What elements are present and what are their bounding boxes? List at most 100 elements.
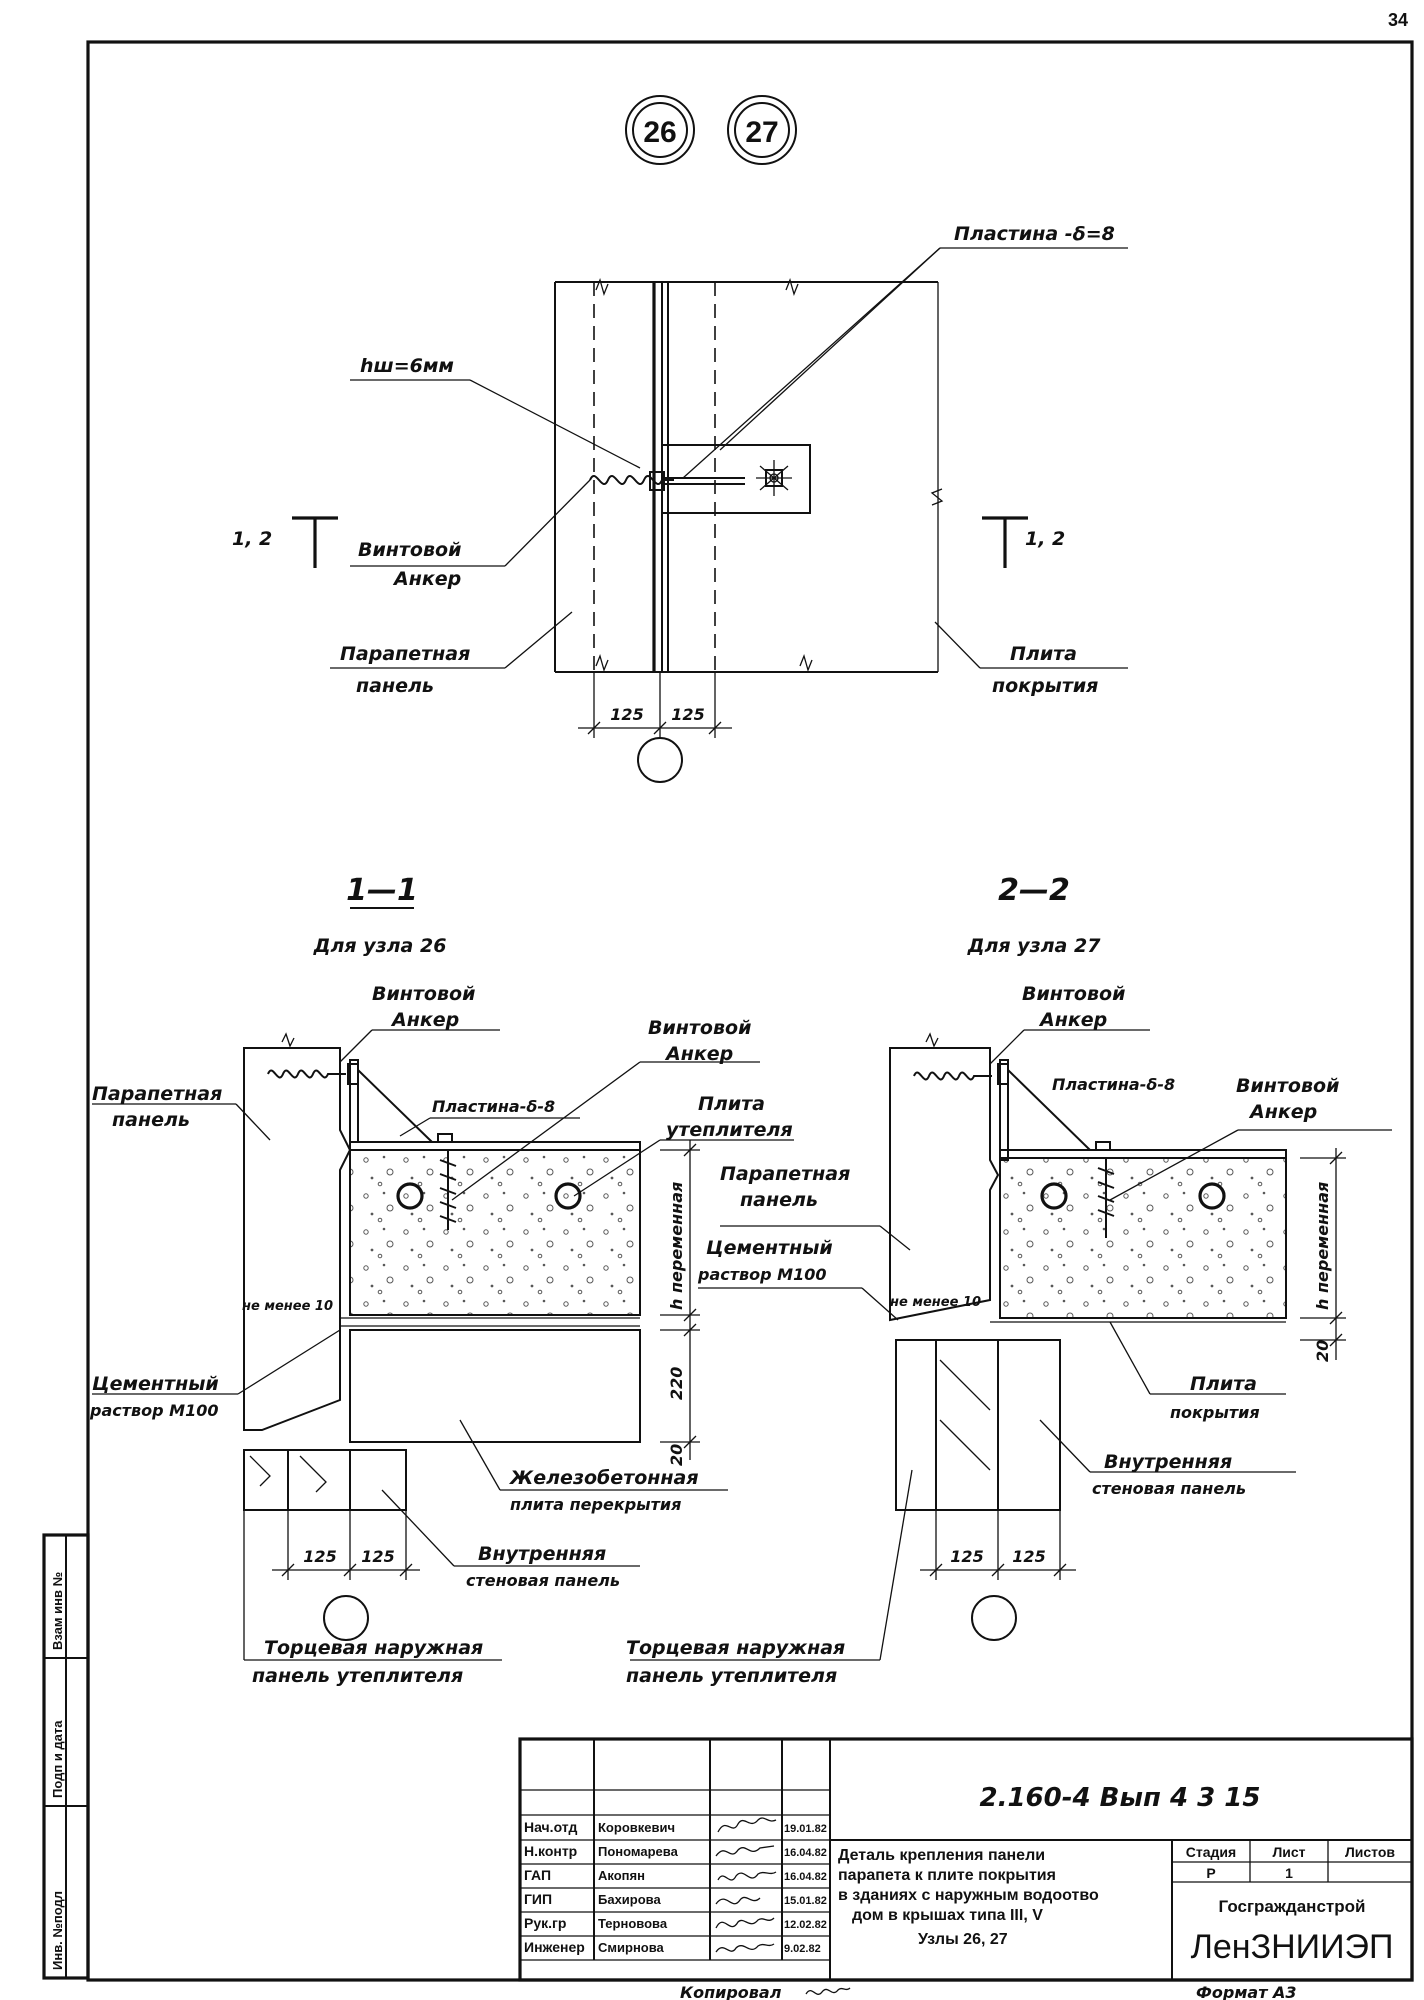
s1-anchor-right-2: Анкер	[664, 1043, 733, 1065]
s1-insulation-2: утеплителя	[666, 1119, 793, 1141]
tb-role-1: Н.контр	[524, 1843, 577, 1859]
s2-inner-wall-2: стеновая панель	[1092, 1479, 1246, 1498]
tb-date-4: 12.02.82	[784, 1919, 827, 1931]
s1-parapet-1: Парапетная	[92, 1083, 222, 1105]
stamp-vzam-inv: Взам инв №	[50, 1572, 65, 1650]
footer-format-label: Формат А3	[1196, 1983, 1297, 2000]
s2-plate	[999, 1059, 1009, 1161]
plan-slab-label-2: покрытия	[992, 675, 1098, 697]
s1-min-label: не менее 10	[242, 1299, 333, 1314]
s1-dim-left: 125	[303, 1547, 336, 1566]
section-mark-left: 1, 2	[232, 528, 272, 550]
s1-floor-slab-1: Железобетонная	[508, 1467, 699, 1489]
tb-date-0: 19.01.82	[784, 1823, 827, 1835]
tb-name-5: Смирнова	[598, 1940, 665, 1955]
tb-name-3: Бахирова	[598, 1892, 661, 1907]
s1-end-panel-2: панель утеплителя	[252, 1665, 463, 1687]
section-2-2: 2—2 Для узла 27 h переменная 20 не менее…	[626, 873, 1392, 1687]
s2-inner-wall-1: Внутренняя	[1104, 1451, 1232, 1473]
tb-title-2: парапета к плите покрытия	[838, 1867, 1056, 1884]
s2-parapet-panel	[889, 1047, 1000, 1322]
tb-role-2: ГАП	[524, 1867, 551, 1883]
s1-floor-slab-2: плита перекрытия	[510, 1495, 681, 1514]
tb-organization-2: ЛенЗНИИЭП	[1191, 1928, 1394, 1966]
plan-screw-anchor	[589, 475, 674, 485]
plan-dim-left: 125	[610, 705, 643, 724]
tb-role-3: ГИП	[524, 1891, 552, 1907]
plan-parapet-label-2: панель	[356, 675, 434, 697]
s1-dim-right: 125	[361, 1547, 394, 1566]
s1-dim-220: 220	[667, 1367, 686, 1400]
sheet-number: 34	[1388, 10, 1408, 30]
tb-stage-value: Р	[1206, 1865, 1215, 1881]
s1-dim-20: 20	[667, 1444, 686, 1466]
tb-role-5: Инженер	[524, 1939, 585, 1955]
plan-axis-circle	[637, 737, 683, 783]
s2-plate-label: Пластина-δ-8	[1052, 1075, 1175, 1094]
tb-name-4: Терновова	[598, 1916, 668, 1931]
s2-parapet-1: Парапетная	[720, 1163, 850, 1185]
s1-axis-circle	[323, 1595, 369, 1641]
tb-title-4: дом в крышах типа III, V	[852, 1907, 1043, 1924]
stamp-podp-data: Подп и дата	[50, 1720, 65, 1798]
section-2-subtitle: Для узла 27	[967, 935, 1102, 957]
plan-weld-label: hш=6мм	[360, 355, 454, 377]
s1-mortar-1: Цементный	[92, 1373, 219, 1395]
s1-insulation-1: Плита	[698, 1093, 765, 1115]
plan-anchor-label-1: Винтовой	[358, 539, 461, 561]
section-1-1: 1—1 Для узла 26	[89, 873, 794, 1687]
s2-end-panel-2: панель утеплителя	[626, 1665, 837, 1687]
s1-parapet-panel	[243, 1047, 352, 1431]
tb-role-4: Рук.гр	[524, 1915, 566, 1931]
node-marker-27: 27	[727, 95, 797, 165]
tb-name-1: Пономарева	[598, 1844, 679, 1859]
tb-date-2: 16.04.82	[784, 1871, 827, 1883]
tb-stage-header: Стадия	[1186, 1844, 1236, 1860]
tb-designation: 2.160-4 Вып 4 3 15	[980, 1783, 1261, 1813]
s1-plate-label: Пластина-δ-8	[432, 1097, 555, 1116]
section-2-title: 2—2	[998, 873, 1070, 908]
tb-date-3: 15.01.82	[784, 1895, 827, 1907]
tb-date-1: 16.04.82	[784, 1847, 827, 1859]
plan-view: 1, 2 1, 2 Пластина -δ=8 hш=6мм Винтовой …	[232, 223, 1128, 783]
tb-date-5: 9.02.82	[784, 1943, 821, 1955]
s2-slab-2: покрытия	[1170, 1403, 1260, 1422]
outer-border	[86, 40, 1414, 1982]
node-27-label: 27	[745, 116, 778, 149]
tb-title-1: Деталь крепления панели	[838, 1847, 1045, 1864]
s2-end-panel-1: Торцевая наружная	[626, 1637, 845, 1659]
footer-copied-label: Копировал	[680, 1983, 782, 2000]
s1-h-variable: h переменная	[667, 1182, 686, 1310]
s2-mortar-2: раствор М100	[697, 1265, 826, 1284]
tb-name-2: Акопян	[598, 1868, 645, 1883]
plan-parapet-label-1: Парапетная	[340, 643, 470, 665]
s2-axis-circle	[971, 1595, 1017, 1641]
tb-name-0: Коровкевич	[598, 1820, 675, 1835]
tb-organization-1: Госгражданстрой	[1219, 1897, 1366, 1916]
s1-parapet-2: панель	[112, 1109, 190, 1131]
s1-inner-wall-1: Внутренняя	[478, 1543, 606, 1565]
s2-inner-wall	[895, 1339, 1061, 1511]
s1-floor-slab	[349, 1329, 641, 1443]
s2-anchor-right-1: Винтовой	[1236, 1075, 1339, 1097]
plan-plate-label: Пластина -δ=8	[954, 223, 1115, 245]
s2-dim-20: 20	[1313, 1340, 1332, 1362]
s2-h-variable: h переменная	[1313, 1182, 1332, 1310]
node-26-label: 26	[643, 116, 676, 149]
tb-title-3: в зданиях с наружным водоотво	[838, 1887, 1099, 1904]
s1-anchor-top-2: Анкер	[390, 1009, 459, 1031]
tb-sheets-header: Листов	[1345, 1844, 1395, 1860]
plan-anchor-label-2: Анкер	[392, 568, 461, 590]
s2-anchor-top-2: Анкер	[1038, 1009, 1107, 1031]
section-mark-right: 1, 2	[1025, 528, 1065, 550]
section-1-title: 1—1	[346, 873, 418, 908]
s2-slab-1: Плита	[1190, 1373, 1257, 1395]
s1-anchor-right-1: Винтовой	[648, 1017, 751, 1039]
left-stamp: Взам инв № Подп и дата Инв. №подл	[42, 1533, 90, 1980]
s2-parapet-2: панель	[740, 1189, 818, 1211]
s2-min-label: не менее 10	[890, 1295, 981, 1310]
tb-sheet-value: 1	[1285, 1865, 1293, 1881]
plan-dim-right: 125	[671, 705, 704, 724]
tb-title-5: Узлы 26, 27	[918, 1931, 1008, 1948]
title-block: Нач.отд Коровкевич 19.01.82 Н.контр Поно…	[518, 1737, 1414, 1982]
